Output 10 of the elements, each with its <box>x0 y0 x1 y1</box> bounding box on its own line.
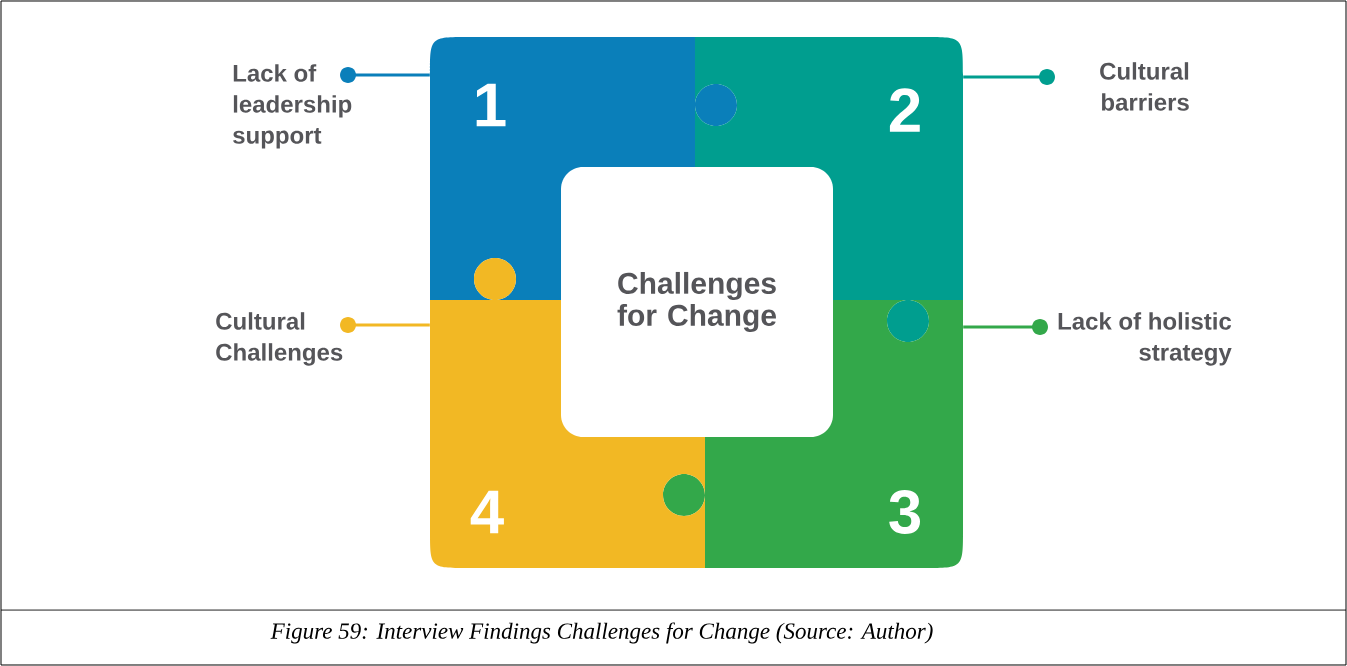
label-text: Lack of holistic strategy <box>1058 312 1232 366</box>
leader-line <box>340 317 430 333</box>
center-box: Challenges for Change <box>561 167 833 437</box>
label-text: Lack of leadership support <box>233 64 352 149</box>
label-text: Cultural barriers <box>1100 62 1189 111</box>
label-text: Cultural Challenges <box>216 312 343 366</box>
leader-line <box>963 69 1055 85</box>
leader-line <box>340 67 430 83</box>
figure-caption: Figure 59: Interview Findings Challenges for Change (Source: Author) <box>270 622 933 644</box>
leader-line <box>963 319 1048 335</box>
